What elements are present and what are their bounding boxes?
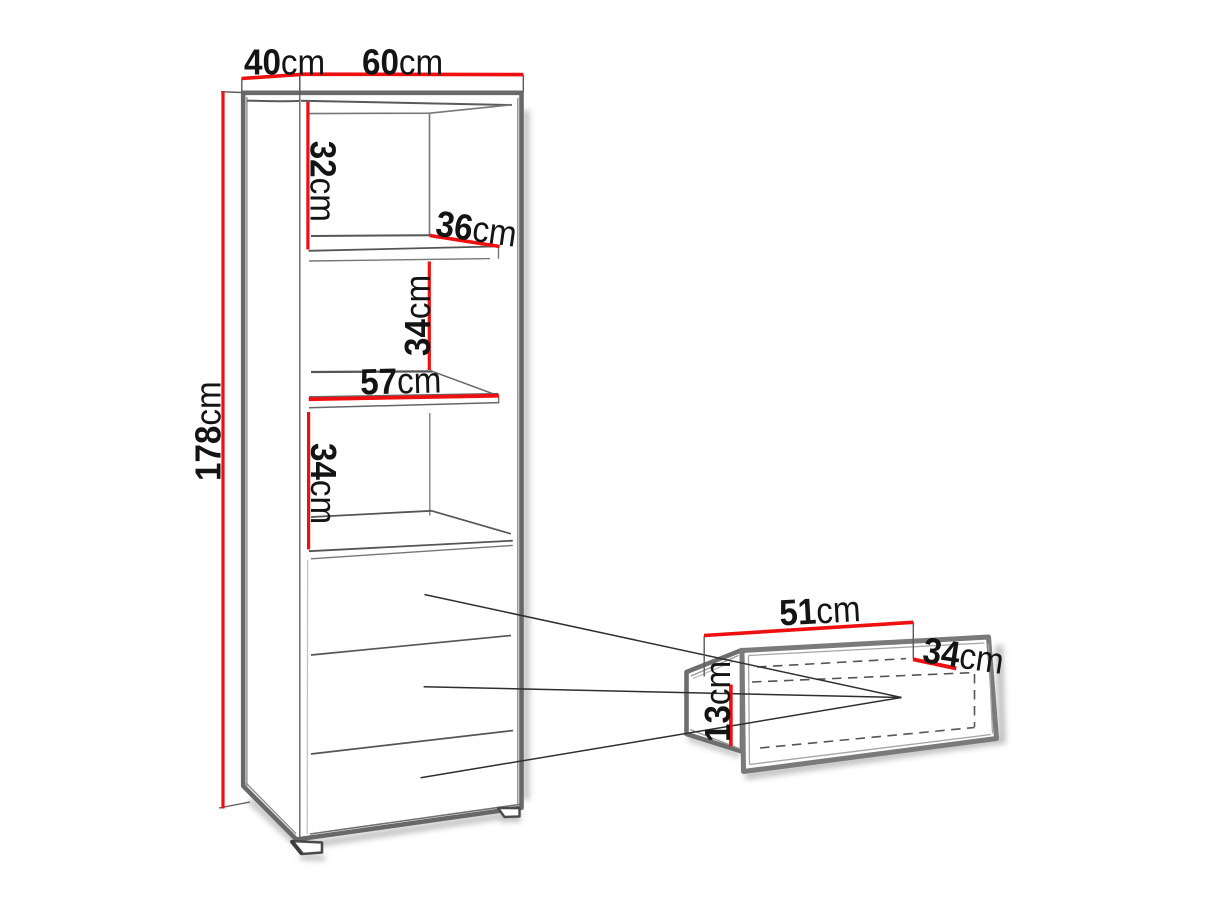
svg-text:178cm: 178cm <box>188 381 229 481</box>
svg-text:40cm: 40cm <box>244 42 325 83</box>
svg-text:36cm: 36cm <box>433 203 519 255</box>
svg-text:60cm: 60cm <box>362 42 443 83</box>
svg-text:34cm: 34cm <box>920 630 1006 682</box>
svg-text:32cm: 32cm <box>302 141 343 222</box>
svg-text:34cm: 34cm <box>398 275 439 356</box>
svg-text:51cm: 51cm <box>778 589 861 634</box>
svg-text:34cm: 34cm <box>303 443 344 524</box>
svg-text:13cm: 13cm <box>698 661 739 742</box>
svg-text:57cm: 57cm <box>360 360 442 403</box>
